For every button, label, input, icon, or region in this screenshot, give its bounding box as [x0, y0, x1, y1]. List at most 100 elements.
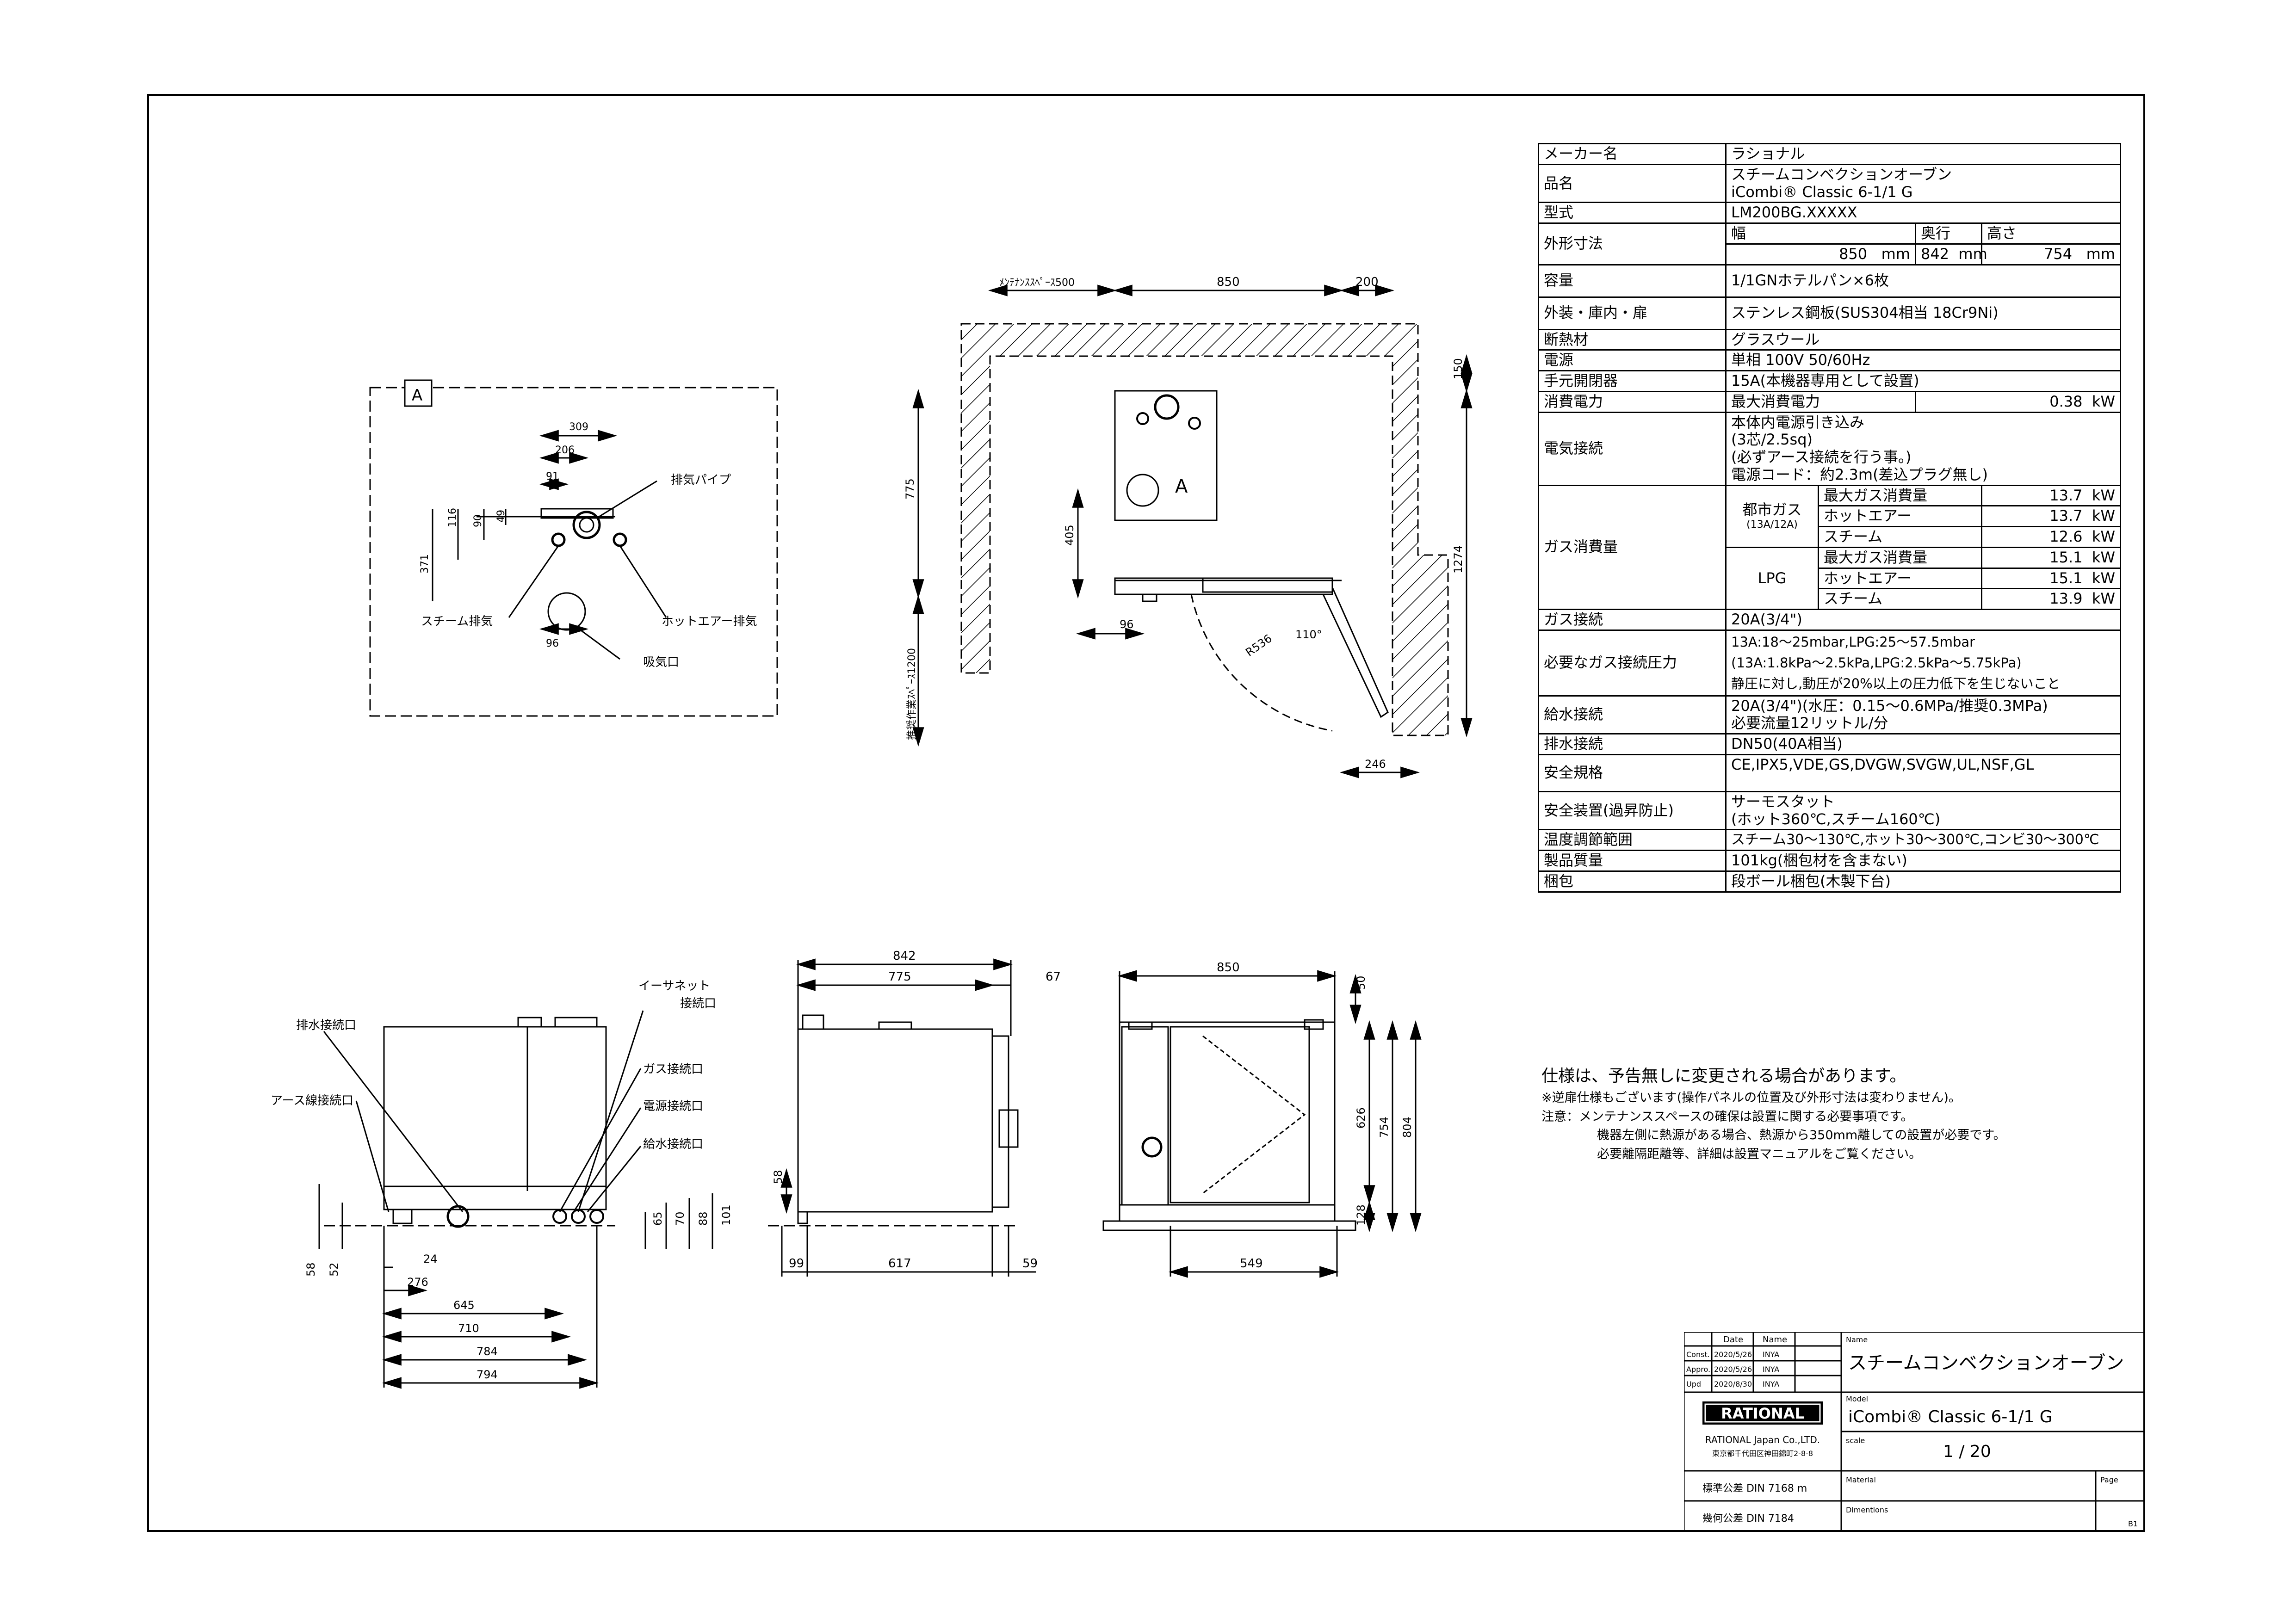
- dim-s-99: 99: [789, 1257, 804, 1271]
- spec-row-switch: 手元開閉器 15A(本機器専用として設置): [1538, 370, 2121, 392]
- label-gas-port: ガス接続口: [643, 1062, 703, 1076]
- dim-f-794: 794: [477, 1368, 498, 1381]
- label-steam-exhaust: スチーム排気: [421, 615, 493, 629]
- label-power-port: 電源接続口: [643, 1099, 703, 1113]
- spec-row-consumption: 消費電力 最大消費電力 0.38 kW: [1538, 390, 2121, 413]
- spec-row-elec: 電気接続 本体内電源引き込み(3芯/2.5sq)(必ずアース接続を行う事。)電源…: [1538, 411, 2121, 486]
- plan-view: [912, 284, 1473, 778]
- dim-f-784: 784: [477, 1345, 498, 1358]
- label-intake: 吸気口: [643, 655, 679, 669]
- spec-row-exterior: 外装・庫内・扉 ステンレス鋼板(SUS304相当 18Cr9Ni): [1538, 296, 2121, 330]
- gas-row-3: LPG 最大ガス消費量 15.1 kW: [1539, 546, 2121, 611]
- dim-371: 371: [419, 554, 431, 574]
- dim-plan-r536: R536: [1243, 632, 1274, 659]
- tb-const: Const.: [1686, 1350, 1710, 1359]
- spec-row-packing: 梱包 段ボール梱包(木製下台): [1538, 870, 2121, 893]
- tb-upd-date: 2020/8/30: [1714, 1380, 1752, 1388]
- spec-row-gas-press: 必要なガス接続圧力 13A:18～25mbar,LPG:25～57.5mbar(…: [1538, 629, 2121, 697]
- spec-row-maker: メーカー名 ラショナル: [1538, 143, 2121, 165]
- dim-plan-1274: 1274: [1452, 545, 1465, 574]
- tb-geo-tol: 幾何公差 DIN 7184: [1702, 1513, 1794, 1524]
- tb-const-date: 2020/5/26: [1714, 1350, 1752, 1359]
- tb-upd: Upd: [1686, 1380, 1701, 1388]
- label-ethernet-2: 接続口: [680, 997, 716, 1011]
- front-view: [1102, 970, 1422, 1278]
- spec-row-temp: 温度調節範囲 スチーム30～130℃,ホット30～300℃,コンビ30～300℃: [1538, 829, 2121, 852]
- note-reverse-door: ※逆扉仕様もございます(操作パネルの位置及び外形寸法は変わりません)。: [1541, 1091, 1961, 1105]
- tb-address: 東京都千代田区神田錦町2-8-8: [1712, 1449, 1813, 1458]
- dim-f-24: 24: [423, 1253, 438, 1265]
- tb-upd-name: INYA: [1763, 1380, 1779, 1388]
- dim-fr-626: 626: [1355, 1107, 1368, 1129]
- tb-const-name: INYA: [1763, 1350, 1779, 1359]
- spec-row-power: 電源 単相 100V 50/60Hz: [1538, 349, 2121, 371]
- gas-row-0: ガス消費量 都市ガス(13A/12A) 最大ガス消費量 13.7 kW: [1538, 484, 2121, 610]
- tb-scale: 1 / 20: [1943, 1442, 1991, 1461]
- notes: 仕様は、予告無しに変更される場合があります。 ※逆扉仕様もございます(操作パネル…: [1541, 1064, 2006, 1164]
- dim-s-842: 842: [893, 949, 916, 963]
- note-heat-source: 機器左側に熱源がある場合、熱源から350mm離しての設置が必要です。: [1597, 1128, 2006, 1142]
- dim-plan-110: 110°: [1295, 628, 1322, 641]
- sheet-border: [147, 94, 2145, 1532]
- label-exhaust-pipe: 排気パイプ: [671, 473, 731, 487]
- label-ethernet-1: イーサネット: [638, 979, 710, 993]
- connection-view: [318, 1010, 713, 1389]
- dim-f-58: 58: [304, 1262, 317, 1277]
- dim-plan-405: 405: [1063, 525, 1076, 546]
- detail-a-view: [369, 379, 778, 717]
- dim-309: 309: [569, 421, 588, 433]
- spec-row-safety-std: 安全規格 CE,IPX5,VDE,GS,DVGW,SVGW,UL,NSF,GL: [1538, 753, 2121, 792]
- dim-f-52: 52: [328, 1262, 340, 1277]
- label-drain-port: 排水接続口: [296, 1018, 356, 1032]
- dim-49: 49: [495, 510, 507, 523]
- dim-116: 116: [447, 508, 458, 527]
- spec-row-dims-head: 外形寸法 幅 奥行 高さ: [1538, 222, 2121, 265]
- tb-std-tol: 標準公差 DIN 7168 m: [1702, 1483, 1807, 1494]
- dim-plan-150: 150: [1452, 358, 1465, 379]
- tb-page-label: Page: [2100, 1475, 2118, 1484]
- tb-model-label: Model: [1846, 1395, 1868, 1403]
- spec-row-water: 給水接続 20A(3/4")(水圧：0.15～0.6MPa/推奨0.3MPa)必…: [1538, 695, 2121, 735]
- side-view: [768, 958, 1036, 1277]
- dim-plan-96: 96: [1120, 618, 1134, 631]
- dim-plan-775: 775: [904, 478, 916, 500]
- gas-row-1: ホットエアー 13.7 kW: [1539, 505, 2121, 527]
- dim-s-58: 58: [772, 1170, 785, 1184]
- label-earth-port: アース線接続口: [271, 1094, 353, 1108]
- dim-f-710: 710: [458, 1322, 479, 1335]
- note-manual: 必要離隔距離等、詳細は設置マニュアルをご覧ください。: [1597, 1147, 1922, 1161]
- tb-model-name: iCombi® Classic 6-1/1 G: [1848, 1407, 2053, 1426]
- dim-fr-50: 50: [1355, 975, 1368, 990]
- dim-s-617: 617: [888, 1257, 911, 1271]
- dim-plan-200: 200: [1355, 275, 1379, 289]
- spec-row-safety-dev: 安全装置(過昇防止) サーモスタット(ホット360℃,スチーム160℃): [1538, 790, 2121, 831]
- tb-company: RATIONAL Japan Co.,LTD.: [1705, 1434, 1820, 1445]
- rational-logo: [1702, 1401, 1823, 1425]
- detail-a-tag: A: [412, 386, 422, 405]
- spec-row-dims-val: 850 mm 842 mm 754 mm: [1539, 243, 2121, 265]
- spec-row-model: 型式 LM200BG.XXXXX: [1538, 202, 2121, 224]
- dim-f-645: 645: [453, 1299, 475, 1312]
- dim-fr-804: 804: [1401, 1117, 1414, 1138]
- tb-appro: Appro.: [1686, 1365, 1710, 1374]
- dim-f-276: 276: [407, 1276, 428, 1289]
- label-work-space: 推奨作業ｽﾍﾟｰｽ1200: [906, 648, 918, 740]
- spec-row-capacity: 容量 1/1GNホテルパン×6枚: [1538, 264, 2121, 298]
- dim-s-67: 67: [1046, 970, 1061, 984]
- dim-s-59: 59: [1022, 1257, 1038, 1271]
- dim-f-70: 70: [674, 1211, 687, 1226]
- plan-tag-a: A: [1175, 476, 1188, 497]
- tb-material-label: Material: [1846, 1475, 1876, 1484]
- gas-row-5: スチーム 13.9 kW: [1539, 588, 2121, 610]
- tb-appro-date: 2020/5/26: [1714, 1365, 1752, 1374]
- dim-f-65: 65: [651, 1211, 664, 1226]
- dim-plan-246: 246: [1365, 758, 1386, 771]
- dim-plan-850: 850: [1217, 275, 1240, 289]
- dim-90: 90: [472, 514, 484, 527]
- tb-date-header: Date: [1723, 1335, 1743, 1345]
- spec-row-gas-conn: ガス接続 20A(3/4"): [1538, 609, 2121, 631]
- label-water-port: 給水接続口: [643, 1137, 703, 1151]
